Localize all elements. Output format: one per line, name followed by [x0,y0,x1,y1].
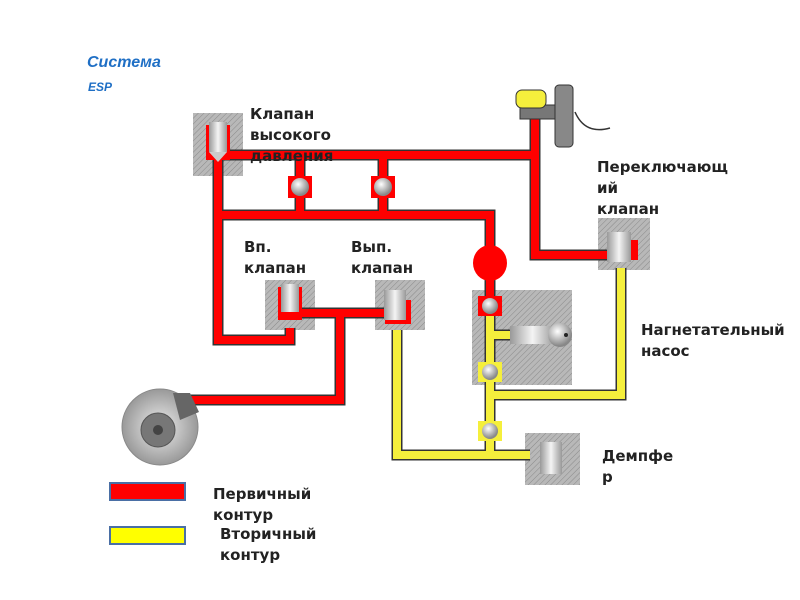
label-damper: Демпфе р [602,447,674,486]
brake-disc-icon [121,388,199,466]
outlet-valve [384,290,411,324]
pressure-accumulator [473,245,507,281]
inlet-valve [278,284,302,320]
label-high-pressure-valve: Клапан высокого давления [250,105,334,165]
master-cylinder-icon [515,84,611,148]
legend-label-primary: Первичный контур [213,485,312,524]
label-pump: Нагнетательный насос [641,321,785,360]
subtitle: ESP [88,80,113,94]
label-switching-valve: Переключающ ий клапан [597,158,728,218]
legend-swatch-primary [109,482,186,501]
check-valves [288,176,502,441]
pump-plunger [510,323,572,347]
high-pressure-valve [206,122,230,162]
legend-swatch-secondary [109,526,186,545]
label-inlet-valve: Вп. клапан [244,238,307,277]
damper [540,442,562,474]
valve-blocks [193,113,650,485]
title: Система [87,54,161,71]
label-outlet-valve: Вып. клапан [351,238,414,277]
switching-valve [607,232,638,262]
legend-label-secondary: Вторичный контур [220,525,317,564]
